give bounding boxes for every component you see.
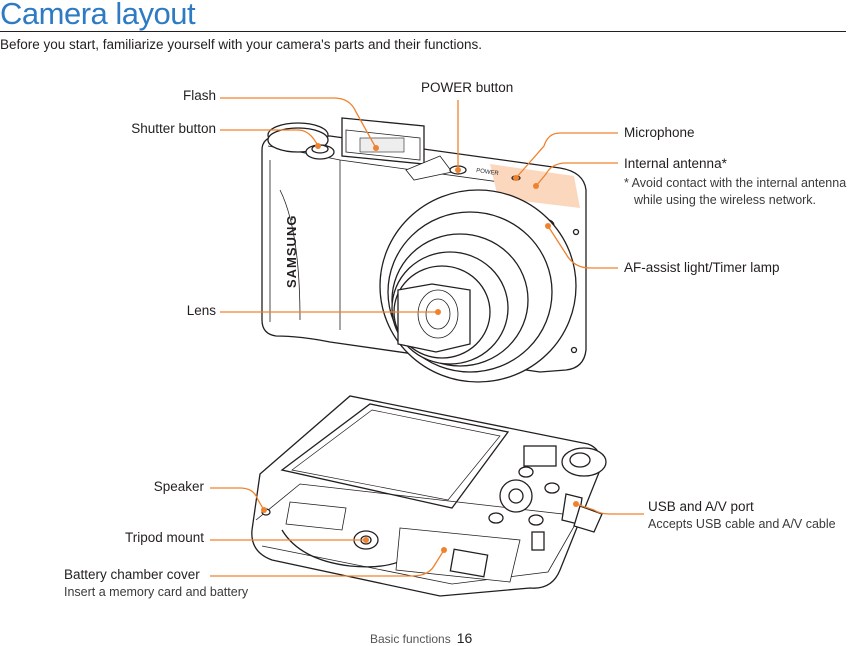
intro-text: Before you start, familiarize yourself w… — [0, 37, 483, 52]
antenna-note-line2: while using the wireless network. — [634, 193, 817, 207]
usb-port-desc: Accepts USB cable and A/V cable — [648, 517, 836, 531]
leader-dots — [261, 143, 579, 553]
footer-section: Basic functions — [370, 632, 451, 646]
label-shutter-button: Shutter button — [131, 121, 216, 136]
label-speaker: Speaker — [153, 479, 204, 494]
page-number: 16 — [456, 630, 473, 646]
label-power-button: POWER button — [421, 80, 514, 95]
label-battery-cover: Battery chamber cover — [64, 567, 200, 582]
label-usb-port: USB and A/V port — [648, 499, 754, 514]
label-internal-antenna: Internal antenna* — [624, 156, 727, 171]
title-rule — [0, 31, 846, 32]
battery-cover-desc: Insert a memory card and battery — [64, 585, 249, 599]
power-body-text: POWER — [476, 168, 500, 177]
page-title: Camera layout — [0, 0, 196, 31]
label-lens: Lens — [186, 303, 216, 318]
camera-brand-text: SAMSUNG — [284, 215, 299, 288]
label-flash: Flash — [182, 88, 216, 103]
camera-back — [251, 395, 607, 597]
page-footer: Basic functions 16 — [370, 630, 472, 646]
label-af-assist: AF-assist light/Timer lamp — [624, 260, 780, 275]
label-tripod-mount: Tripod mount — [124, 530, 204, 545]
label-microphone: Microphone — [624, 125, 695, 140]
leader-lines — [210, 97, 644, 577]
antenna-note-line1: * Avoid contact with the internal antenn… — [624, 176, 847, 190]
camera-front — [261, 117, 587, 383]
